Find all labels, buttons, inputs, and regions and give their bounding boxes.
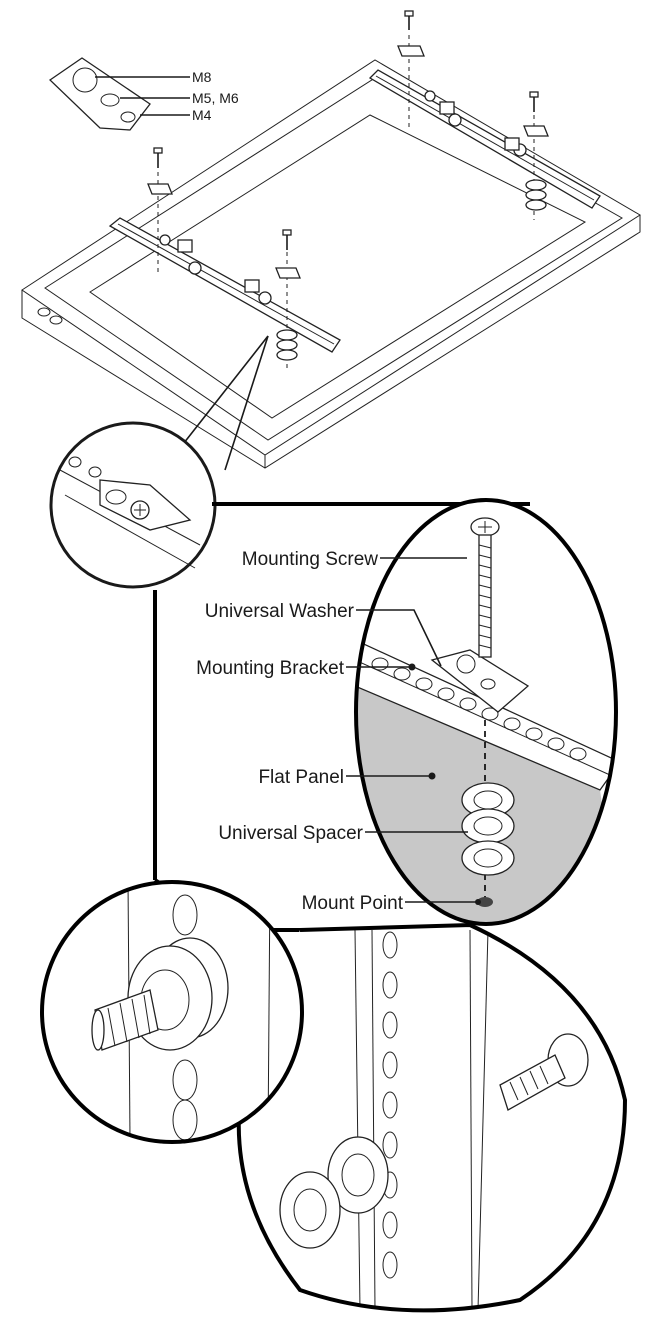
- callout-mount-point: Mount Point: [302, 893, 404, 914]
- callout-universal-washer: Universal Washer: [205, 601, 355, 622]
- washer-size-m8: M8: [192, 69, 212, 85]
- universal-washer-part: [430, 649, 530, 713]
- universal-spacer-part: [461, 782, 515, 876]
- top-screw-1: [397, 10, 425, 130]
- top-screw-4: [275, 229, 301, 372]
- mounting-screw-part: [470, 517, 500, 658]
- callout-flat-panel: Flat Panel: [258, 767, 344, 788]
- bottom-screw: [499, 1033, 589, 1111]
- detail-bottom-large: [236, 922, 628, 1313]
- bracket-left: [108, 217, 341, 353]
- callout-mounting-screw: Mounting Screw: [242, 549, 379, 570]
- bottom-spacers: [279, 1136, 389, 1249]
- bracket-slots-bottom: [382, 931, 398, 1279]
- bracket-holes: [371, 657, 587, 761]
- zoom-pointer: [179, 335, 269, 471]
- washer-size-m4: M4: [192, 107, 212, 123]
- callout-universal-spacer: Universal Spacer: [218, 823, 363, 844]
- bracket-right: [368, 69, 601, 209]
- tv-panel-overview: [21, 59, 641, 469]
- callout-lines: [346, 557, 481, 905]
- spacer-with-stud: [91, 937, 229, 1051]
- washer-size-m5-m6: M5, M6: [192, 90, 239, 106]
- top-screw-3: [147, 147, 173, 272]
- washer-size-legend: M8 M5, M6 M4: [48, 57, 239, 131]
- detail-circle-small: [49, 421, 217, 589]
- detail-oval: [354, 498, 618, 926]
- detail-circle-left: [40, 880, 304, 1144]
- callout-mounting-bracket: Mounting Bracket: [196, 658, 345, 679]
- top-screw-2: [523, 91, 549, 220]
- mount-point-hole: [477, 897, 493, 907]
